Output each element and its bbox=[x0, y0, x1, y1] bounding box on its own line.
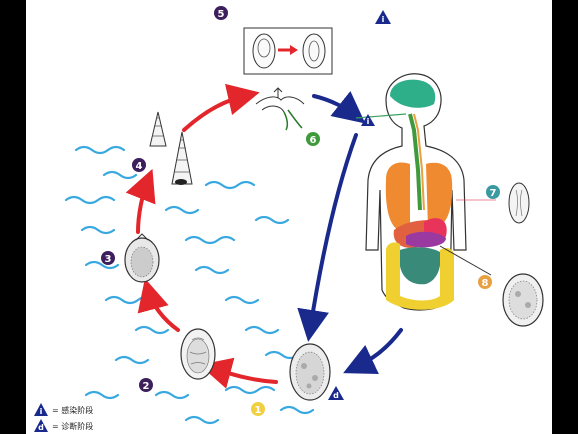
svg-text:3: 3 bbox=[105, 254, 112, 265]
svg-text:= 感染阶段: = 感染阶段 bbox=[52, 405, 93, 415]
small-intestine bbox=[400, 247, 441, 285]
step-badge-4: 4 bbox=[132, 158, 146, 172]
svg-text:i: i bbox=[382, 15, 385, 24]
arrow-4-to-5 bbox=[182, 83, 260, 132]
stage-3-egg bbox=[124, 233, 160, 283]
pointer-line-8 bbox=[439, 245, 492, 276]
step-badge-7: 7 bbox=[486, 185, 500, 199]
step-badge-2: 2 bbox=[139, 378, 153, 392]
arrow-host-to-egg bbox=[297, 133, 358, 342]
svg-text:d: d bbox=[38, 423, 44, 432]
esophagus bbox=[408, 113, 422, 211]
arrow-1-to-2 bbox=[199, 357, 278, 389]
step-badge-8: 8 bbox=[478, 275, 492, 289]
svg-text:i: i bbox=[367, 117, 370, 126]
human-host bbox=[355, 73, 496, 311]
legend: i = 感染阶段 d = 诊断阶段 bbox=[34, 403, 93, 432]
svg-text:d: d bbox=[333, 391, 339, 400]
blue-arrows bbox=[297, 91, 403, 374]
step-badge-5: 5 bbox=[214, 6, 228, 20]
svg-text:4: 4 bbox=[136, 161, 143, 172]
step-badge-1: 1 bbox=[251, 402, 265, 416]
svg-text:= 诊断阶段: = 诊断阶段 bbox=[52, 421, 93, 431]
diagnostic-marker: d bbox=[328, 386, 344, 400]
svg-text:5: 5 bbox=[218, 9, 225, 20]
red-arrows bbox=[125, 83, 278, 389]
stage-7-adult bbox=[508, 182, 530, 224]
arrow-host-out bbox=[343, 328, 403, 374]
legend-diagnostic: d = 诊断阶段 bbox=[34, 419, 93, 432]
svg-text:1: 1 bbox=[255, 405, 262, 416]
step-badge-3: 3 bbox=[101, 251, 115, 265]
stage-1-egg bbox=[289, 343, 331, 401]
life-cycle-diagram: 5 6 4 3 2 1 7 bbox=[34, 6, 544, 432]
stage-4-snails bbox=[149, 111, 193, 185]
svg-text:6: 6 bbox=[310, 135, 317, 146]
arrow-2-to-3 bbox=[137, 278, 180, 332]
svg-text:7: 7 bbox=[490, 188, 497, 199]
large-intestine bbox=[386, 242, 454, 310]
arrow-to-esophagus bbox=[355, 113, 407, 119]
lungs bbox=[385, 162, 453, 232]
brain bbox=[390, 79, 436, 108]
stage-2-egg bbox=[180, 328, 216, 380]
svg-text:i: i bbox=[40, 407, 43, 416]
esophagus-orange bbox=[413, 113, 425, 211]
diagram-panel: 5 6 4 3 2 1 7 bbox=[26, 0, 552, 434]
stage-6-cercaria bbox=[255, 87, 305, 131]
arrow-3-to-4 bbox=[125, 168, 156, 234]
gall-organ bbox=[406, 231, 446, 248]
stage-8-egg bbox=[502, 273, 544, 327]
water-waves bbox=[64, 145, 315, 425]
stage-5-inset bbox=[243, 27, 333, 75]
svg-text:8: 8 bbox=[482, 278, 489, 289]
infective-marker-mouth: i bbox=[361, 114, 375, 126]
legend-infective: i = 感染阶段 bbox=[34, 403, 93, 416]
arrow-6-to-host bbox=[312, 91, 366, 124]
step-badge-6: 6 bbox=[306, 132, 320, 146]
infective-marker-top: i bbox=[375, 10, 391, 24]
svg-text:2: 2 bbox=[143, 381, 150, 392]
